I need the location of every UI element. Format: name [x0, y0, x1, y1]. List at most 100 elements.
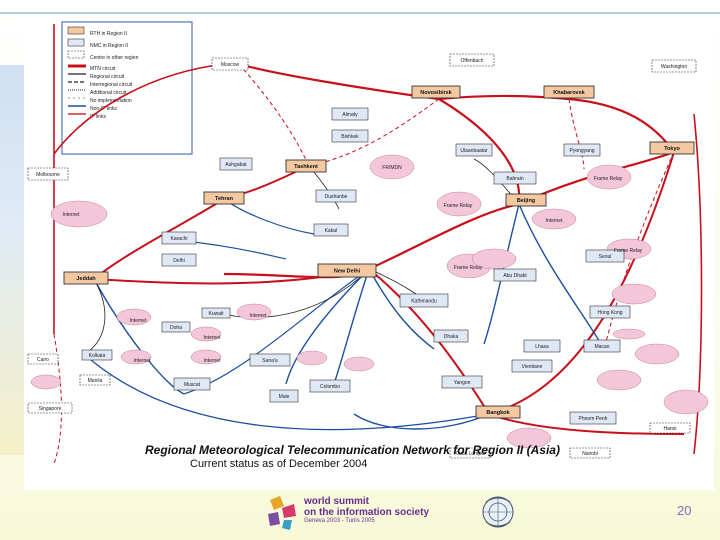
node-label: Seoul: [599, 254, 612, 260]
node-label: Dhaka: [444, 334, 459, 340]
node-label: Hong Kong: [597, 310, 622, 316]
node-label: Almaty: [342, 112, 358, 118]
node-nmc: Ashgabat: [219, 157, 253, 171]
legend-label: MTN circuit: [90, 66, 116, 72]
node-label: Offenbach: [461, 58, 484, 64]
legend-label: IP links: [90, 114, 107, 120]
node-nmc: Dushanbe: [315, 189, 357, 203]
node-nmc: Macao: [583, 339, 621, 353]
node-label: Vientiane: [522, 364, 543, 370]
cloud-label: Internet: [134, 358, 152, 364]
node-label: Khabarovsk: [553, 90, 585, 96]
cloud-label: Internet: [63, 212, 81, 218]
node-other: Singapore: [27, 402, 73, 414]
node-label: Karachi: [171, 236, 188, 242]
node-nmc: Ulaanbaatar: [455, 143, 493, 157]
node-nmc: Lhasa: [523, 339, 561, 353]
legend-swatch-rth: [67, 26, 85, 35]
node-label: Phnom Penh: [579, 416, 608, 422]
node-other: Kuala Lumpur: [449, 447, 491, 459]
node-nmc: Phnom Penh: [569, 411, 617, 425]
node-label: Nairobi: [582, 451, 598, 457]
node-label: Jeddah: [76, 276, 96, 282]
node-label: Bangkok: [486, 410, 510, 416]
node-label: Melbourne: [36, 172, 60, 178]
node-label: Kabul: [325, 228, 338, 234]
node-nmc: Bishkek: [331, 129, 369, 143]
legend-label: RTH in Region II: [90, 31, 127, 37]
wmo-logo: [478, 492, 518, 532]
node-label: Beijing: [517, 198, 535, 204]
cloud-label: Internet: [130, 318, 148, 324]
node-nmc: Muscat: [173, 377, 211, 391]
legend-swatch-other: [67, 50, 85, 59]
legend-label: Additional circuit: [90, 90, 127, 96]
node-nmc: Vientiane: [511, 359, 553, 373]
diagram-title: Regional Meteorological Telecommunicatio…: [145, 443, 560, 457]
node-nmc: Doha: [161, 321, 191, 333]
node-label: Dushanbe: [325, 194, 348, 200]
node-label: New Delhi: [334, 269, 361, 275]
node-other: Moscow: [211, 57, 249, 71]
cloud-label: Internet: [546, 218, 564, 224]
legend-label: Non-IP links: [90, 106, 117, 112]
cloud-label: Internet: [250, 313, 268, 319]
node-rth: Tokyo: [649, 141, 695, 155]
node-nmc: Yangon: [441, 375, 483, 389]
node-nmc: Abu Dhabi: [493, 268, 537, 282]
node-rth: Bangkok: [475, 405, 521, 419]
node-label: Abu Dhabi: [503, 273, 526, 279]
node-other: Hanoi: [649, 422, 691, 434]
node-nmc: Almaty: [331, 107, 369, 121]
node-nmc: Hong Kong: [589, 305, 631, 319]
node-other: Cairo: [27, 353, 59, 365]
node-label: Bahrain: [506, 176, 523, 182]
node-nmc: Delhi: [161, 253, 197, 267]
node-label: Male: [279, 394, 290, 400]
page-number: 20: [677, 503, 692, 518]
node-label: Manila: [88, 378, 103, 384]
node-label: Singapore: [39, 406, 62, 412]
node-label: Delhi: [173, 258, 184, 264]
node-label: Tehran: [215, 196, 234, 202]
node-rth: Novosibirsk: [411, 85, 461, 99]
node-label: Sana'a: [262, 358, 278, 364]
node-label: Kathmandu: [411, 299, 437, 305]
node-nmc: Karachi: [161, 231, 197, 245]
node-nmc: Seoul: [585, 249, 625, 263]
cloud-label: Internet: [204, 358, 222, 364]
node-nmc: Kathmandu: [399, 293, 449, 308]
cloud-label: Frame Relay: [594, 176, 623, 182]
cloud-label: FR/MDN: [382, 165, 402, 171]
node-label: Cairo: [37, 357, 49, 363]
node-label: Bishkek: [341, 134, 359, 140]
node-label: Kuala Lumpur: [454, 451, 485, 457]
node-label: Macao: [594, 344, 609, 350]
node-label: Colombo: [320, 384, 340, 390]
node-rth: Tashkent: [285, 159, 327, 173]
node-other: Offenbach: [449, 53, 495, 67]
node-rth: Jeddah: [63, 271, 109, 285]
diagram-subtitle: Current status as of December 2004: [190, 458, 368, 470]
top-rule: [0, 12, 720, 14]
left-decor-bar: [0, 65, 24, 455]
node-other: Melbourne: [27, 167, 69, 181]
legend-label: Regional circuit: [90, 74, 125, 80]
cloud-label: Internet: [204, 335, 222, 341]
legend-label: No implementation: [90, 98, 132, 104]
node-nmc: Bahrain: [493, 171, 537, 185]
node-label: Kuwait: [208, 311, 224, 317]
node-rth: Tehran: [203, 191, 245, 205]
wsis-logo-mark: [268, 496, 296, 530]
cloud-label: Frame Relay: [454, 265, 483, 271]
node-nmc: Kuwait: [201, 307, 231, 319]
node-nmc: Dhaka: [433, 329, 469, 343]
legend-label: NMC in Region II: [90, 43, 128, 49]
node-label: Washington: [661, 64, 687, 70]
wmo-emblem: [482, 496, 514, 528]
